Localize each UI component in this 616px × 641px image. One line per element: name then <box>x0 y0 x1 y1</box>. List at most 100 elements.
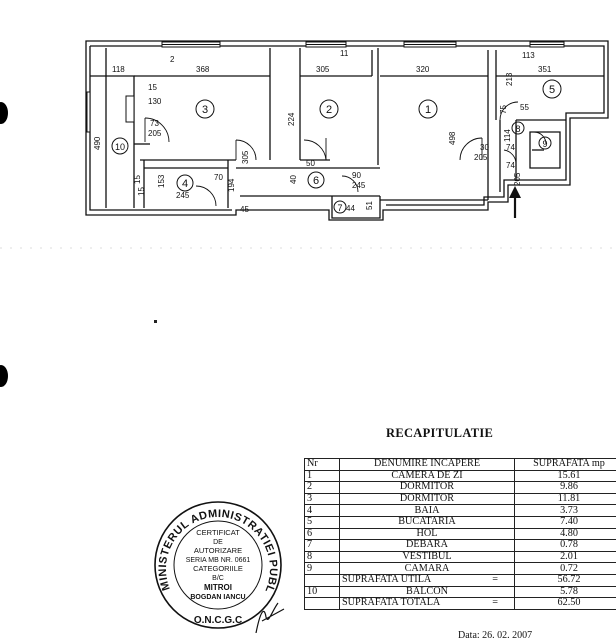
recap-header-row: Nr DENUMIRE INCAPERE SUPRAFATA mp <box>305 459 616 471</box>
authorization-stamp: MINISTERUL ADMINISTRATIEI PUBLICE O.N.C.… <box>148 493 288 633</box>
util-nr <box>305 574 340 586</box>
row-nr: 1 <box>305 470 340 482</box>
row-nr: 3 <box>305 493 340 505</box>
date-line: Data: 26. 02. 2007 <box>458 630 532 641</box>
row-area: 0.72 <box>515 563 616 575</box>
dim-label: 113 <box>522 51 535 60</box>
dim-label: 368 <box>196 65 210 74</box>
stamp-line: DE <box>213 539 223 546</box>
row-nr: 7 <box>305 540 340 552</box>
header-nr: Nr <box>305 459 340 471</box>
dim-label: 15 <box>148 83 157 92</box>
row-name: CAMARA <box>340 563 515 575</box>
total-row: SUPRAFATA TOTALA= 62.50 <box>305 598 616 610</box>
header-name: DENUMIRE INCAPERE <box>340 459 515 471</box>
dim-label: 15 <box>133 175 142 184</box>
row-nr: 5 <box>305 516 340 528</box>
util-name: SUPRAFATA UTILA= <box>340 574 515 586</box>
dim-label: 205 <box>148 129 162 138</box>
row-name: DEBARA <box>340 540 515 552</box>
dim-label: 153 <box>157 174 166 188</box>
dim-label: 74 <box>506 143 515 152</box>
stamp-line: BOGDAN IANCU <box>190 594 245 601</box>
dim-label: 351 <box>538 65 552 74</box>
row-nr: 9 <box>305 563 340 575</box>
total-area: 62.50 <box>515 598 616 610</box>
speck <box>154 320 157 323</box>
dim-label: 30 <box>480 143 489 152</box>
dim-label: 205 <box>513 172 522 186</box>
row-name: DORMITOR <box>340 482 515 494</box>
dim-label: 55 <box>520 103 529 112</box>
balcon-name: BALCON <box>340 586 515 598</box>
row-area: 4.80 <box>515 528 616 540</box>
header-area: SUPRAFATA mp <box>515 459 616 471</box>
dim-label: 15 <box>137 187 146 196</box>
stamp-line: CATEGORIILE <box>193 564 243 573</box>
dim-label: 498 <box>448 131 457 145</box>
row-nr: 8 <box>305 551 340 563</box>
util-eq: = <box>492 575 512 585</box>
row-area: 3.73 <box>515 505 616 517</box>
total-label: SUPRAFATA TOTALA <box>342 597 440 608</box>
dim-label: 213 <box>505 72 514 86</box>
balcon-area: 5.78 <box>515 586 616 598</box>
room-number-10: 10 <box>115 142 125 152</box>
room-number-5: 5 <box>549 84 555 96</box>
room-number-9: 9 <box>542 139 547 149</box>
row-name: CAMERA DE ZI <box>340 470 515 482</box>
dim-label: 194 <box>227 178 236 192</box>
row-nr: 2 <box>305 482 340 494</box>
stamp-line: B/C <box>212 575 224 582</box>
row-name: VESTIBUL <box>340 551 515 563</box>
util-row: SUPRAFATA UTILA= 56.72 <box>305 574 616 586</box>
dim-label: 2 <box>170 55 175 64</box>
room-number-4: 4 <box>182 178 188 190</box>
dim-label: 45 <box>240 205 249 214</box>
row-area: 0.78 <box>515 540 616 552</box>
row-area: 15.61 <box>515 470 616 482</box>
dim-label: 44 <box>346 204 355 213</box>
balcon-row: 10 BALCON 5.78 <box>305 586 616 598</box>
floor-plan: 1 2 3 4 5 6 7 8 9 10 118 368 305 320 213… <box>0 0 616 300</box>
room-number-1: 1 <box>425 104 431 116</box>
dim-label: 75 <box>499 105 508 114</box>
row-name: DORMITOR <box>340 493 515 505</box>
stamp-line: CERTIFICAT <box>196 528 240 537</box>
dim-label: 305 <box>241 150 250 164</box>
dim-label: 51 <box>365 201 374 210</box>
room-number-7: 7 <box>337 203 342 213</box>
total-name: SUPRAFATA TOTALA= <box>340 598 515 610</box>
binder-hole-bottom <box>0 365 8 387</box>
stamp-line: SERIA MB NR. 0661 <box>186 557 251 564</box>
dim-label: 40 <box>289 175 298 184</box>
entrance-arrow <box>509 186 521 218</box>
stamp-line: MITROI <box>204 583 232 592</box>
row-area: 11.81 <box>515 493 616 505</box>
dim-label: 245 <box>176 191 190 200</box>
dim-label: 11 <box>340 49 349 58</box>
row-nr: 6 <box>305 528 340 540</box>
dim-label: 305 <box>316 65 330 74</box>
room-number-2: 2 <box>326 104 332 116</box>
dim-label: 320 <box>416 65 430 74</box>
dim-label: 114 <box>503 129 512 142</box>
row-area: 7.40 <box>515 516 616 528</box>
dim-label: 90 <box>352 171 361 180</box>
row-area: 9.86 <box>515 482 616 494</box>
row-name: HOL <box>340 528 515 540</box>
row-area: 2.01 <box>515 551 616 563</box>
dim-label: 70 <box>214 173 223 182</box>
total-nr <box>305 598 340 610</box>
dim-label: 130 <box>148 97 162 106</box>
